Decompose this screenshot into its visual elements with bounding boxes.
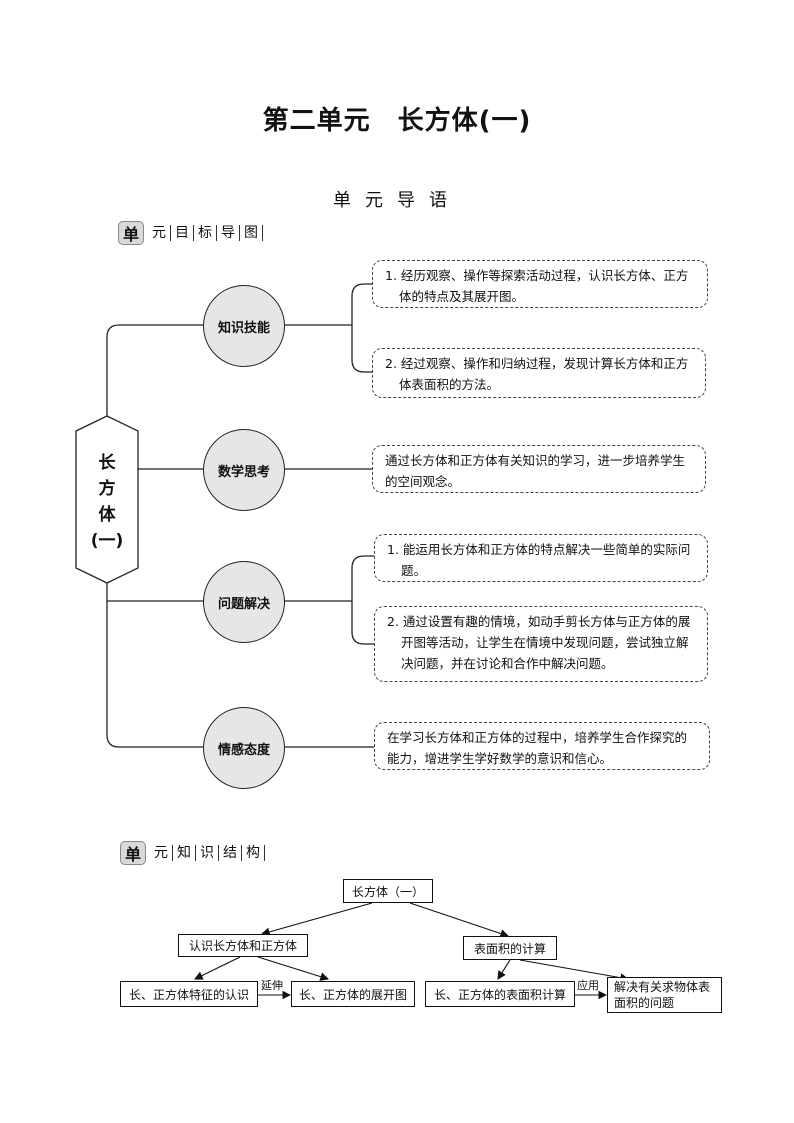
node-emotion-attitude: 情感态度 [203,707,285,789]
section-header-char: 标 [194,225,217,241]
center-char: 长 [98,453,116,473]
trunk-to-attitude [106,601,204,748]
section-badge: 单 [118,221,144,245]
goal-text: 通过长方体和正方体有关知识的学习，进一步培养学生的空间观念。 [385,453,686,489]
goal-box-attitude: 在学习长方体和正方体的过程中，培养学生合作探究的能力，增进学生学好数学的意识和信… [374,722,710,770]
section-header-char: 导 [217,225,240,241]
page-subtitle: 单元导语 [333,190,461,211]
center-char: (一) [90,531,124,551]
goal-box-problem-2: 2. 通过设置有趣的情境，如动手剪长方体与正方体的展开图等活动，让学生在情境中发… [374,606,708,682]
page-title: 第二单元 长方体(一) [262,106,532,136]
goal-box-knowledge-1: 1. 经历观察、操作等探索活动过程，认识长方体、正方体的特点及其展开图。 [372,260,708,308]
section-header-char: 结 [219,845,242,861]
node-knowledge-skills: 知识技能 [203,285,285,367]
mindmap-center-label: 长 方 体 (一) [76,450,138,554]
edge-label-extend: 延伸 [261,979,283,992]
goal-box-knowledge-2: 2. 经过观察、操作和归纳过程，发现计算长方体和正方体表面积的方法。 [372,348,706,398]
trunk-to-knowledge [106,324,204,416]
section-header-char: 目 [171,225,194,241]
section-header-char: 元 [148,225,171,241]
edge-label-apply: 应用 [577,979,599,992]
section-header-char: 识 [196,845,219,861]
section-badge: 单 [120,841,146,865]
section-header-char: 图 [240,225,263,241]
goal-text: 在学习长方体和正方体的过程中，培养学生合作探究的能力，增进学生学好数学的意识和信… [387,730,688,766]
structure-area-calc: 长、正方体的表面积计算 [425,981,575,1007]
goal-text: 1. 能运用长方体和正方体的特点解决一些简单的实际问题。 [387,542,691,578]
node-problem-solving: 问题解决 [203,561,285,643]
section-header-char: 元 [150,845,173,861]
section-header-char: 构 [242,845,265,861]
structure-root: 长方体（一） [343,879,433,903]
goal-text: 2. 经过观察、操作和归纳过程，发现计算长方体和正方体表面积的方法。 [385,356,689,392]
structure-surface-area: 表面积的计算 [463,936,557,960]
structure-recognize: 认识长方体和正方体 [178,934,308,957]
node-math-thinking: 数学思考 [203,429,285,511]
goal-text: 2. 通过设置有趣的情境，如动手剪长方体与正方体的展开图等活动，让学生在情境中发… [387,614,691,671]
structure-application: 解决有关求物体表面积的问题 [607,977,722,1013]
goal-text: 1. 经历观察、操作等探索活动过程，认识长方体、正方体的特点及其展开图。 [385,268,689,304]
structure-net: 长、正方体的展开图 [291,981,415,1007]
goal-box-thinking: 通过长方体和正方体有关知识的学习，进一步培养学生的空间观念。 [372,445,706,493]
structure-feature: 长、正方体特征的认识 [120,981,258,1007]
section-header-char: 知 [173,845,196,861]
section-header-structure: 单 元 知 识 结 构 [120,841,265,865]
goal-box-problem-1: 1. 能运用长方体和正方体的特点解决一些简单的实际问题。 [374,534,708,582]
center-char: 方 [98,479,116,499]
section-header-goals: 单 元 目 标 导 图 [118,221,263,245]
center-char: 体 [98,505,116,525]
